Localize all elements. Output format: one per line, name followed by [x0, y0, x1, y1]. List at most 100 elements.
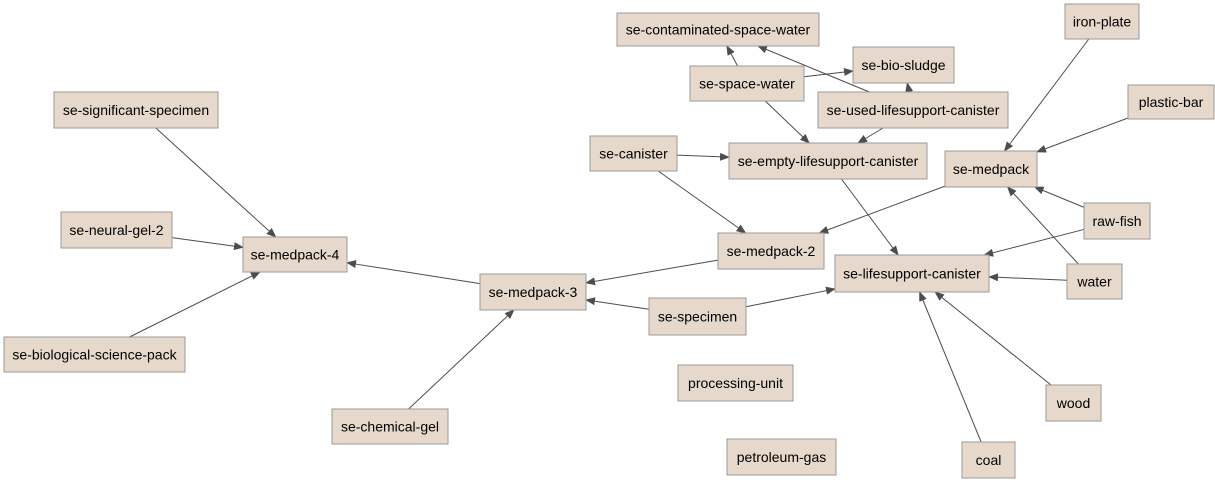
- node-coal: coal: [961, 441, 1016, 479]
- edge-raw-fish-to-se-lifesupport-canister: [983, 228, 1085, 257]
- node-label: se-medpack-2: [727, 243, 816, 259]
- node-box: [834, 254, 990, 293]
- edge-se-used-lifesupport-canister-to-se-contaminated-space-water: [757, 45, 870, 93]
- edge-se-empty-lifesupport-canister-to-se-lifesupport-canister: [841, 178, 899, 256]
- node-box: [60, 211, 173, 249]
- node-label: se-medpack-3: [489, 284, 578, 300]
- node-box: [479, 273, 587, 311]
- node-se-used-lifesupport-canister: se-used-lifesupport-canister: [817, 91, 1009, 129]
- node-box: [717, 232, 825, 270]
- node-box: [817, 91, 1009, 129]
- edge-se-medpack-2-to-se-medpack-3: [585, 259, 719, 286]
- edge-se-space-water-to-se-empty-lifesupport-canister: [764, 100, 810, 144]
- edge-plastic-bar-to-se-medpack: [1036, 117, 1129, 153]
- edge-se-medpack-to-se-medpack-2: [818, 185, 946, 234]
- node-box: [331, 408, 449, 445]
- edge-se-used-lifesupport-canister-to-se-bio-sludge: [905, 82, 914, 93]
- edge-se-space-water-to-se-bio-sludge: [803, 68, 854, 78]
- node-se-significant-specimen: se-significant-specimen: [53, 91, 219, 129]
- edge-se-space-water-to-se-contaminated-space-water: [726, 45, 739, 67]
- edge-se-canister-to-se-empty-lifesupport-canister: [676, 152, 730, 161]
- node-box: [242, 236, 348, 273]
- node-se-medpack-3: se-medpack-3: [479, 273, 587, 311]
- edge-se-specimen-to-se-lifesupport-canister: [745, 286, 836, 308]
- node-label: se-contaminated-space-water: [626, 22, 811, 38]
- node-se-space-water: se-space-water: [689, 65, 805, 102]
- node-label: raw-fish: [1092, 213, 1141, 229]
- node-se-biological-science-pack: se-biological-science-pack: [3, 336, 186, 373]
- nodes-layer: se-contaminated-space-water iron-plate se-…: [3, 3, 1215, 479]
- node-se-specimen: se-specimen: [648, 297, 747, 336]
- node-label: se-lifesupport-canister: [843, 266, 981, 282]
- node-label: se-medpack-4: [251, 247, 340, 263]
- node-raw-fish: raw-fish: [1083, 202, 1151, 240]
- node-box: [944, 150, 1038, 188]
- node-label: se-canister: [599, 146, 668, 162]
- edge-raw-fish-to-se-medpack: [1033, 186, 1085, 208]
- node-box: [728, 142, 928, 180]
- node-label: water: [1076, 274, 1112, 290]
- edge-se-neural-gel-2-to-se-medpack-4: [171, 237, 244, 251]
- node-box: [1064, 3, 1140, 40]
- node-box: [616, 12, 820, 47]
- node-label: processing-unit: [688, 375, 783, 391]
- node-water: water: [1066, 263, 1123, 300]
- node-se-neural-gel-2: se-neural-gel-2: [60, 211, 173, 249]
- node-iron-plate: iron-plate: [1064, 3, 1140, 40]
- node-label: se-biological-science-pack: [12, 347, 177, 363]
- edge-water-to-se-medpack: [1006, 186, 1079, 265]
- edge-se-biological-science-pack-to-se-medpack-4: [129, 271, 261, 338]
- node-wood: wood: [1045, 384, 1102, 422]
- node-box: [961, 441, 1016, 479]
- node-se-empty-lifesupport-canister: se-empty-lifesupport-canister: [728, 142, 928, 180]
- node-label: se-neural-gel-2: [69, 222, 163, 238]
- node-label: se-specimen: [658, 309, 737, 325]
- node-label: coal: [976, 452, 1002, 468]
- node-se-medpack-4: se-medpack-4: [242, 236, 348, 273]
- edge-se-significant-specimen-to-se-medpack-4: [155, 127, 277, 238]
- node-box: [53, 91, 219, 129]
- node-label: se-used-lifesupport-canister: [827, 102, 1000, 118]
- edges-layer: [130, 39, 1128, 442]
- edge-iron-plate-to-se-medpack: [1003, 38, 1090, 152]
- node-box: [589, 135, 678, 172]
- node-plastic-bar: plastic-bar: [1127, 84, 1215, 120]
- node-box: [689, 65, 805, 102]
- node-box: [677, 364, 794, 402]
- node-se-contaminated-space-water: se-contaminated-space-water: [616, 12, 820, 47]
- node-box: [1045, 384, 1102, 422]
- node-label: se-significant-specimen: [63, 102, 209, 118]
- node-label: se-medpack: [953, 161, 1030, 177]
- node-box: [1083, 202, 1151, 240]
- node-label: plastic-bar: [1139, 94, 1204, 110]
- edge-water-to-se-lifesupport-canister: [988, 273, 1068, 282]
- edge-se-used-lifesupport-canister-to-se-empty-lifesupport-canister: [857, 127, 884, 144]
- edge-se-chemical-gel-to-se-medpack-3: [408, 309, 515, 410]
- node-box: [852, 46, 955, 84]
- node-processing-unit: processing-unit: [677, 364, 794, 402]
- edge-se-canister-to-se-medpack-2: [657, 170, 747, 234]
- node-box: [3, 336, 186, 373]
- edge-se-medpack-3-to-se-medpack-4: [346, 260, 481, 285]
- node-box: [1066, 263, 1123, 300]
- edge-wood-to-se-lifesupport-canister: [934, 291, 1052, 386]
- node-label: se-space-water: [699, 76, 795, 92]
- edge-coal-to-se-lifesupport-canister: [919, 291, 982, 443]
- node-se-medpack: se-medpack: [944, 150, 1038, 188]
- node-se-canister: se-canister: [589, 135, 678, 172]
- edge-se-specimen-to-se-medpack-3: [585, 297, 650, 310]
- node-label: wood: [1056, 395, 1090, 411]
- node-label: se-empty-lifesupport-canister: [738, 153, 919, 169]
- node-petroleum-gas: petroleum-gas: [726, 438, 837, 476]
- node-box: [726, 438, 837, 476]
- node-box: [1127, 84, 1215, 120]
- node-se-chemical-gel: se-chemical-gel: [331, 408, 449, 445]
- node-box: [648, 297, 747, 336]
- node-label: petroleum-gas: [737, 449, 827, 465]
- node-label: iron-plate: [1073, 14, 1132, 30]
- node-se-bio-sludge: se-bio-sludge: [852, 46, 955, 84]
- node-label: se-chemical-gel: [341, 419, 439, 435]
- node-se-lifesupport-canister: se-lifesupport-canister: [834, 254, 990, 293]
- node-label: se-bio-sludge: [861, 57, 945, 73]
